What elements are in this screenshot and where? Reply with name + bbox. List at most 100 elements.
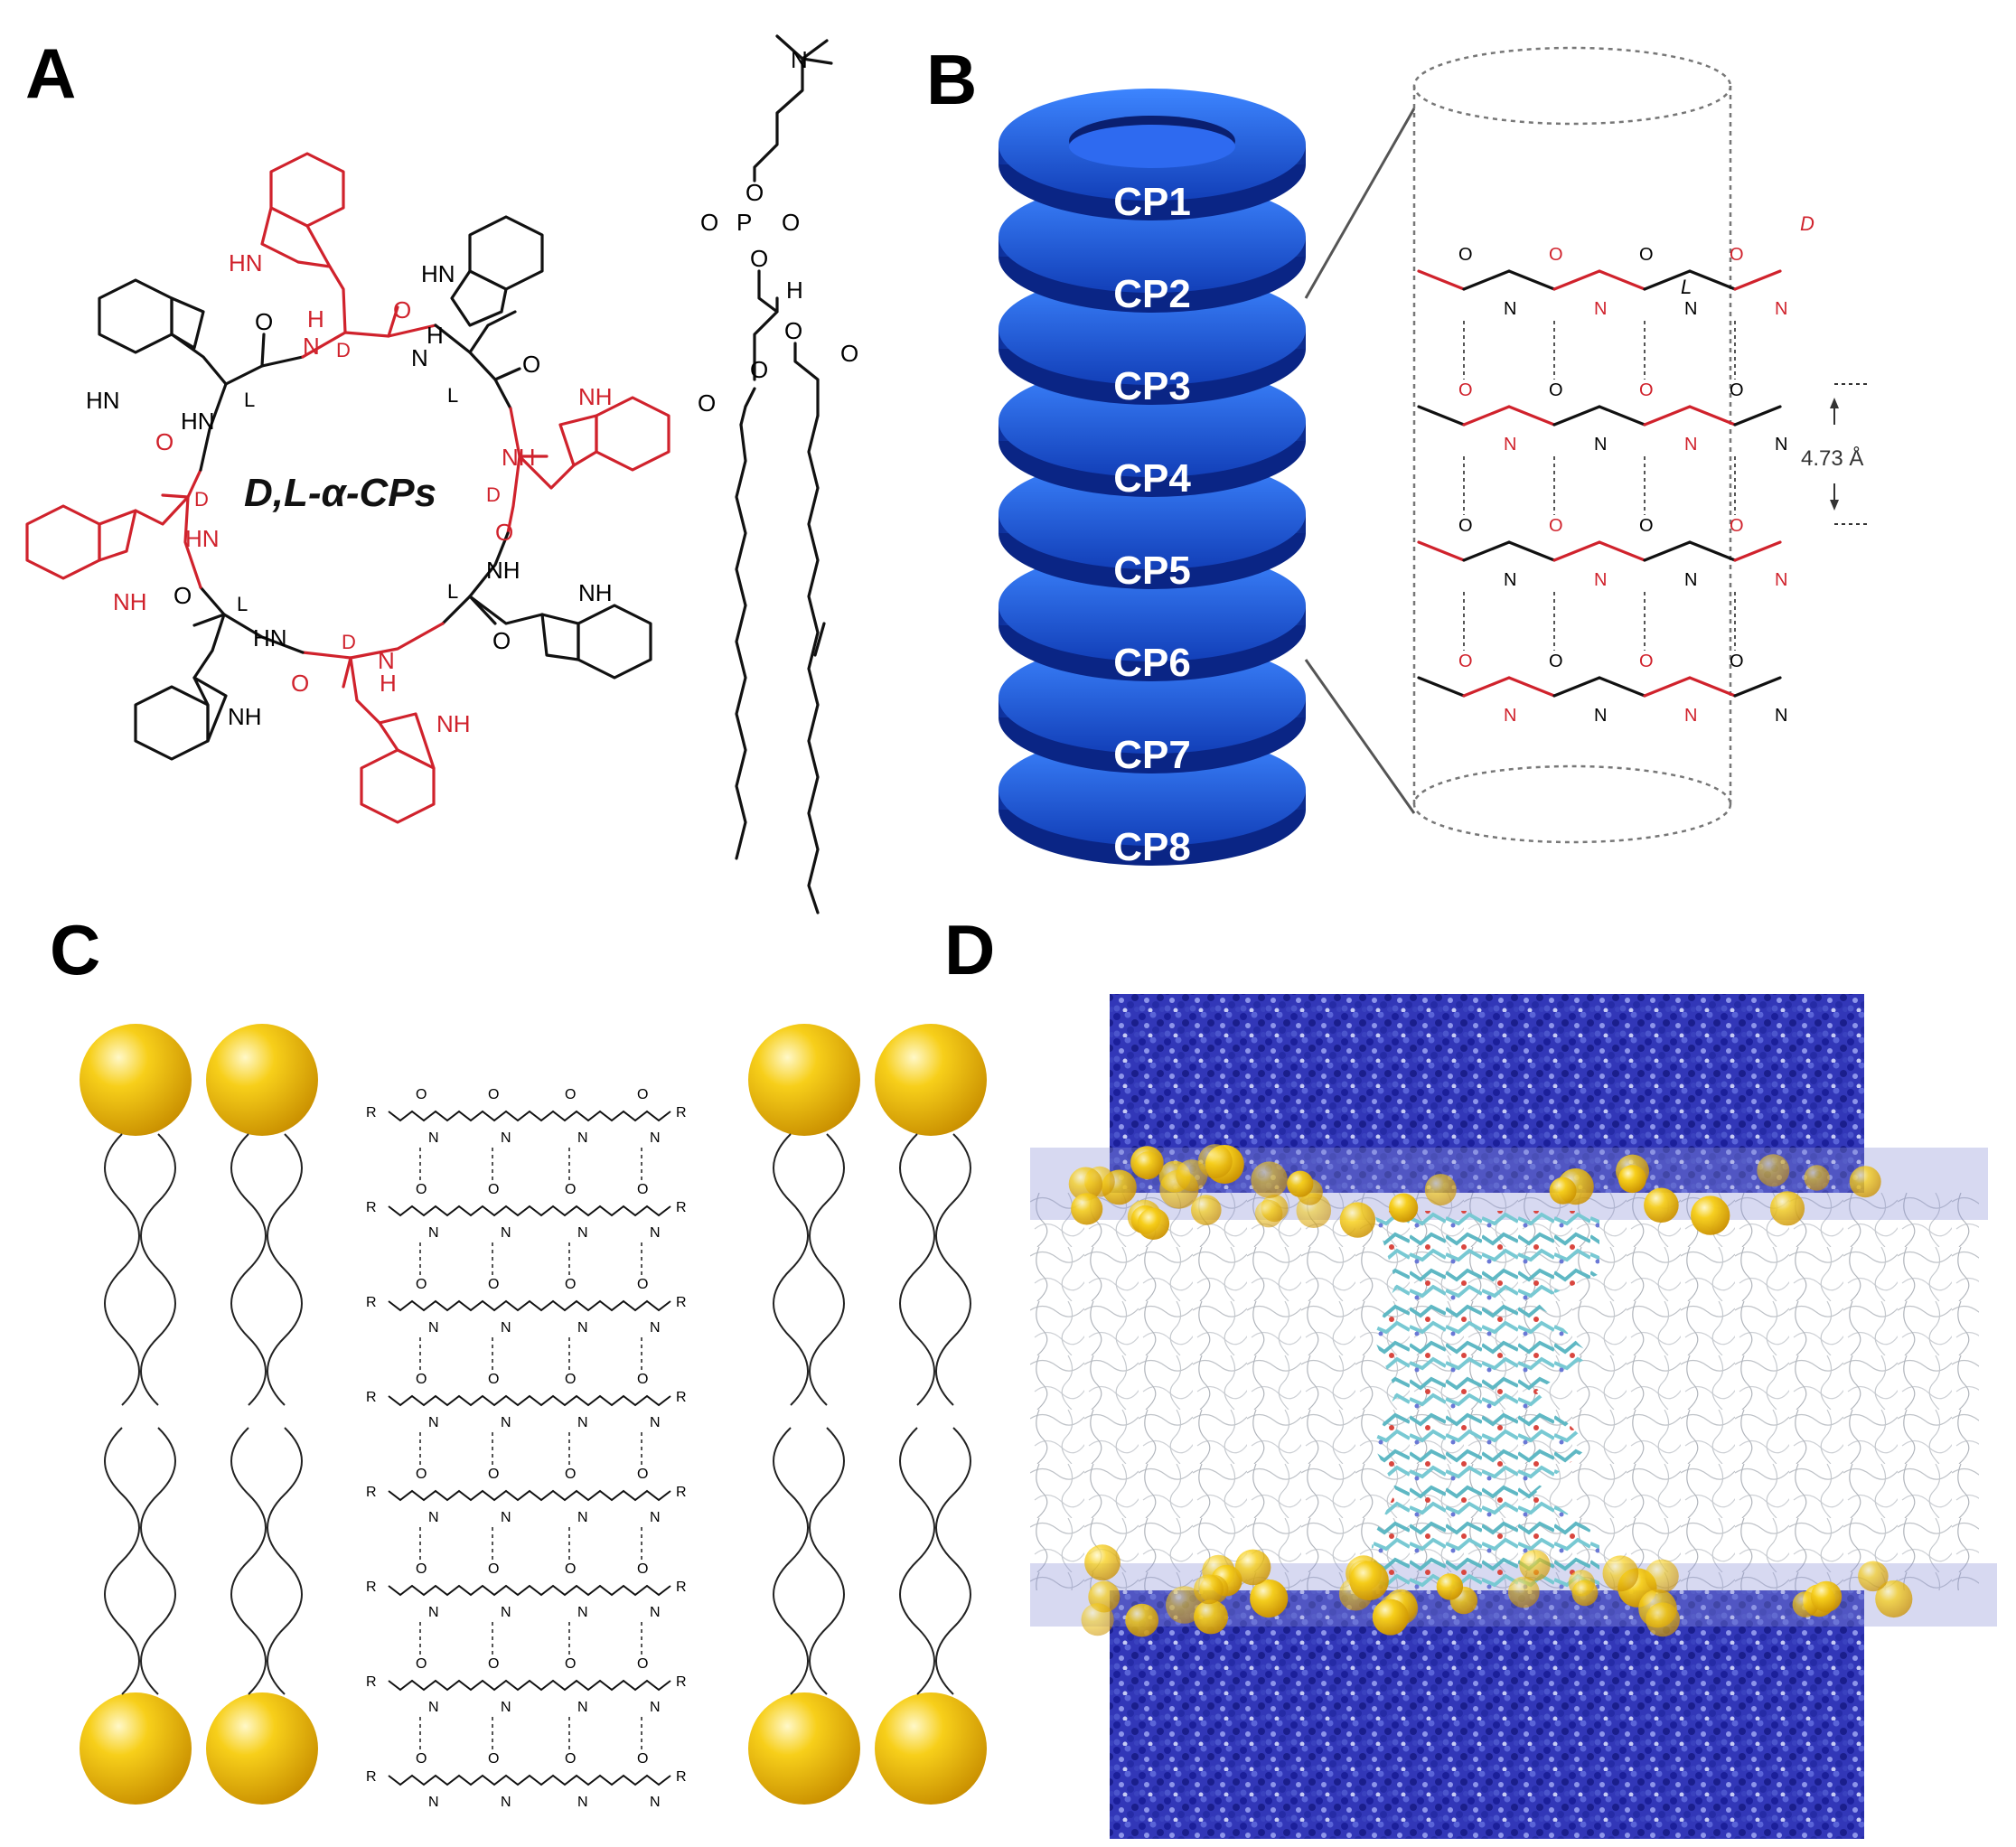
atom-o: O [488,1561,499,1577]
lipid-tail [809,1133,845,1406]
chirality-d: D [1800,212,1814,235]
atom-n: N [501,1795,511,1810]
atom-o: O [637,1087,648,1102]
atom-o: O [1639,380,1654,400]
stack-ring-label: CP5 [1113,548,1191,593]
stack-ring: CP1 [999,89,1306,224]
chirality-l: L [447,384,458,407]
phosphate-atom [1810,1580,1843,1613]
phosphate-atom [1197,1144,1233,1179]
phosphate-atom [1194,1574,1224,1605]
atom-n: N [1684,435,1697,455]
atom-n: N [428,1605,439,1620]
phosphate-atom [1166,1586,1204,1624]
atom-o: O [700,209,718,236]
atom-n: N [428,1795,439,1810]
lipid-tail [104,1427,140,1695]
atom-hn-red: HN [229,249,263,277]
atom-n: N [501,1700,511,1715]
atom-o: O [416,1751,427,1767]
stack-ring-label: CP6 [1113,641,1191,685]
atom-n: N [1594,435,1607,455]
atom-o: O [565,1561,576,1577]
lipid-tail [935,1133,971,1406]
atom-n: N [577,1320,588,1336]
atom-nh-red: NH [502,444,536,471]
phosphate-atom [1137,1207,1170,1241]
chirality-d: D [342,631,356,653]
atom-n: N [1504,706,1516,726]
atom-n: N [428,1700,439,1715]
atom-r: R [676,1674,687,1690]
atom-r: R [366,1769,377,1785]
panel-a-title: D,L-α-CPs [244,471,436,515]
atom-n: N [577,1795,588,1810]
lipid-head [206,1024,318,1136]
atom-n: N [577,1415,588,1430]
atom-o: O [488,1467,499,1482]
atom-o: O [488,1372,499,1387]
atom-r: R [676,1295,687,1310]
phosphate-atom [1507,1576,1540,1608]
atom-hn: HN [86,387,120,414]
atom-n: N [577,1605,588,1620]
phosphate-atom [1084,1544,1121,1581]
atom-n: N [428,1225,439,1241]
atom-o: O [173,582,192,609]
atom-o: O [1639,516,1654,536]
phosphate-atom [1769,1191,1805,1226]
lipid-bilayer-schematic [80,1024,987,1805]
stack-ring-label: CP3 [1113,364,1191,408]
atom-n: N [1775,706,1787,726]
atom-n: N [1504,435,1516,455]
atom-o: O [416,1277,427,1292]
phosphate-atom [1571,1580,1599,1607]
atom-n: N [577,1130,588,1146]
chirality-l: L [244,389,255,411]
atom-o-red: O [393,296,411,323]
atom-o: O [488,1277,499,1292]
atom-o-red: O [155,428,173,455]
atom-o: O [565,1277,576,1292]
atom-o: O [698,389,716,417]
phosphate-atom [1349,1561,1389,1601]
atom-r: R [676,1105,687,1120]
atom-o: O [488,1182,499,1197]
atom-nh-red: NH [436,710,471,737]
atom-o: O [750,356,768,383]
atom-n: N [650,1320,661,1336]
atom-o: O [416,1561,427,1577]
phosphate-atom [1234,1549,1271,1586]
atom-o: O [750,245,768,272]
atom-n: N [577,1510,588,1525]
lipid-tail [899,1427,935,1695]
cyclic-peptide-structure: HN HN HN N H NH NH HN NH O O O O L L L L… [25,152,670,824]
atom-n: N [1775,299,1787,319]
atom-hn: HN [421,260,455,287]
atom-o: O [637,1561,648,1577]
atom-n: N [650,1795,661,1810]
phosphate-atom [1549,1177,1577,1205]
atom-p: P [736,209,752,236]
phosphate-atom [1071,1193,1103,1225]
phosphate-atom [1436,1573,1464,1600]
atom-o: O [1458,652,1473,671]
atom-o: O [1730,380,1744,400]
atom-o: O [637,1751,648,1767]
atom-o: O [1639,245,1654,265]
atom-o: O [1458,380,1473,400]
atom-r: R [366,1674,377,1690]
atom-r: R [676,1769,687,1785]
phosphate-atom [1194,1599,1228,1635]
lipid-head [80,1024,192,1136]
atom-h: H [427,322,444,349]
atom-o: O [255,308,273,335]
phosphate-atom [1068,1167,1103,1201]
phosphate-atom [1645,1559,1679,1594]
atom-n-plus: N [791,46,808,73]
stack-ring-label: CP1 [1113,180,1191,224]
phosphate-atom [1250,1579,1289,1618]
